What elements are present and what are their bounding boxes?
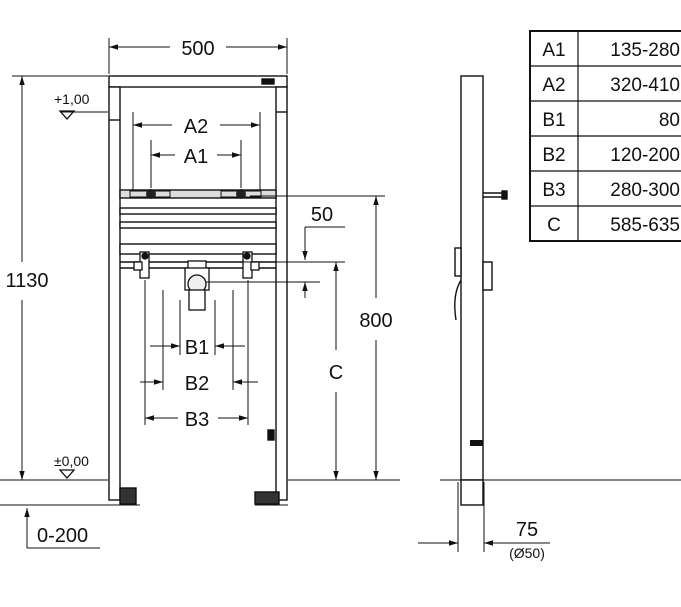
table-row-label: B1 (542, 110, 565, 131)
frame-lower-crossbar (119, 243, 277, 255)
table-row-value: 120-200 (610, 145, 680, 166)
table-row-value: 280-300 (610, 180, 680, 201)
drain-outlet-icon (184, 260, 210, 311)
frame-right-post (275, 86, 288, 501)
dimension-width-label: 500 (181, 38, 214, 60)
table-row-label: C (547, 215, 561, 236)
side-view-frame (454, 75, 508, 506)
dimension-height-label: 1130 (5, 270, 48, 292)
dimension-a2-label: A2 (184, 116, 208, 138)
table-row-label: A1 (542, 40, 565, 61)
dimension-c-label: C (329, 362, 343, 384)
table-row-label: B2 (542, 145, 565, 166)
dimension-adjust-label: 0-200 (37, 525, 88, 547)
table-row-value: 320-410 (610, 75, 680, 96)
dimension-b1-label: B1 (185, 337, 209, 359)
angle-valve-left-icon (133, 251, 150, 279)
front-view-frame (108, 75, 288, 505)
frame-upper-crossbar (119, 189, 277, 199)
table-row-label: B3 (542, 180, 565, 201)
table-row-value: 585-635 (610, 215, 680, 236)
level-top-symbol-icon (58, 110, 76, 120)
dimension-a1-label: A1 (184, 146, 208, 168)
angle-valves (133, 251, 260, 279)
table-row-label: A2 (542, 75, 565, 96)
level-bottom-label: ±0,00 (54, 453, 89, 469)
dimension-b2-label: B2 (185, 373, 209, 395)
dimension-depth-label: 75 (516, 519, 538, 541)
dimension-pipe-label: (Ø50) (509, 545, 545, 561)
dimension-800-label: 800 (359, 310, 392, 332)
dimension-b3-label: B3 (185, 409, 209, 431)
angle-valve-right-icon (242, 251, 260, 279)
dimension-50-label: 50 (311, 204, 333, 226)
table-row-value: 135-280 (610, 40, 680, 61)
dimension-lines (12, 38, 550, 552)
frame-left-post (108, 86, 121, 501)
supply-nipples (129, 189, 262, 199)
frame-right-foot (254, 491, 280, 505)
table-row-value: 80 (659, 110, 680, 131)
level-top-label: +1,00 (54, 91, 90, 107)
frame-top-rail (108, 75, 288, 88)
frame-left-foot (119, 487, 137, 505)
level-bottom-symbol-icon (58, 469, 76, 479)
side-post (460, 75, 484, 481)
